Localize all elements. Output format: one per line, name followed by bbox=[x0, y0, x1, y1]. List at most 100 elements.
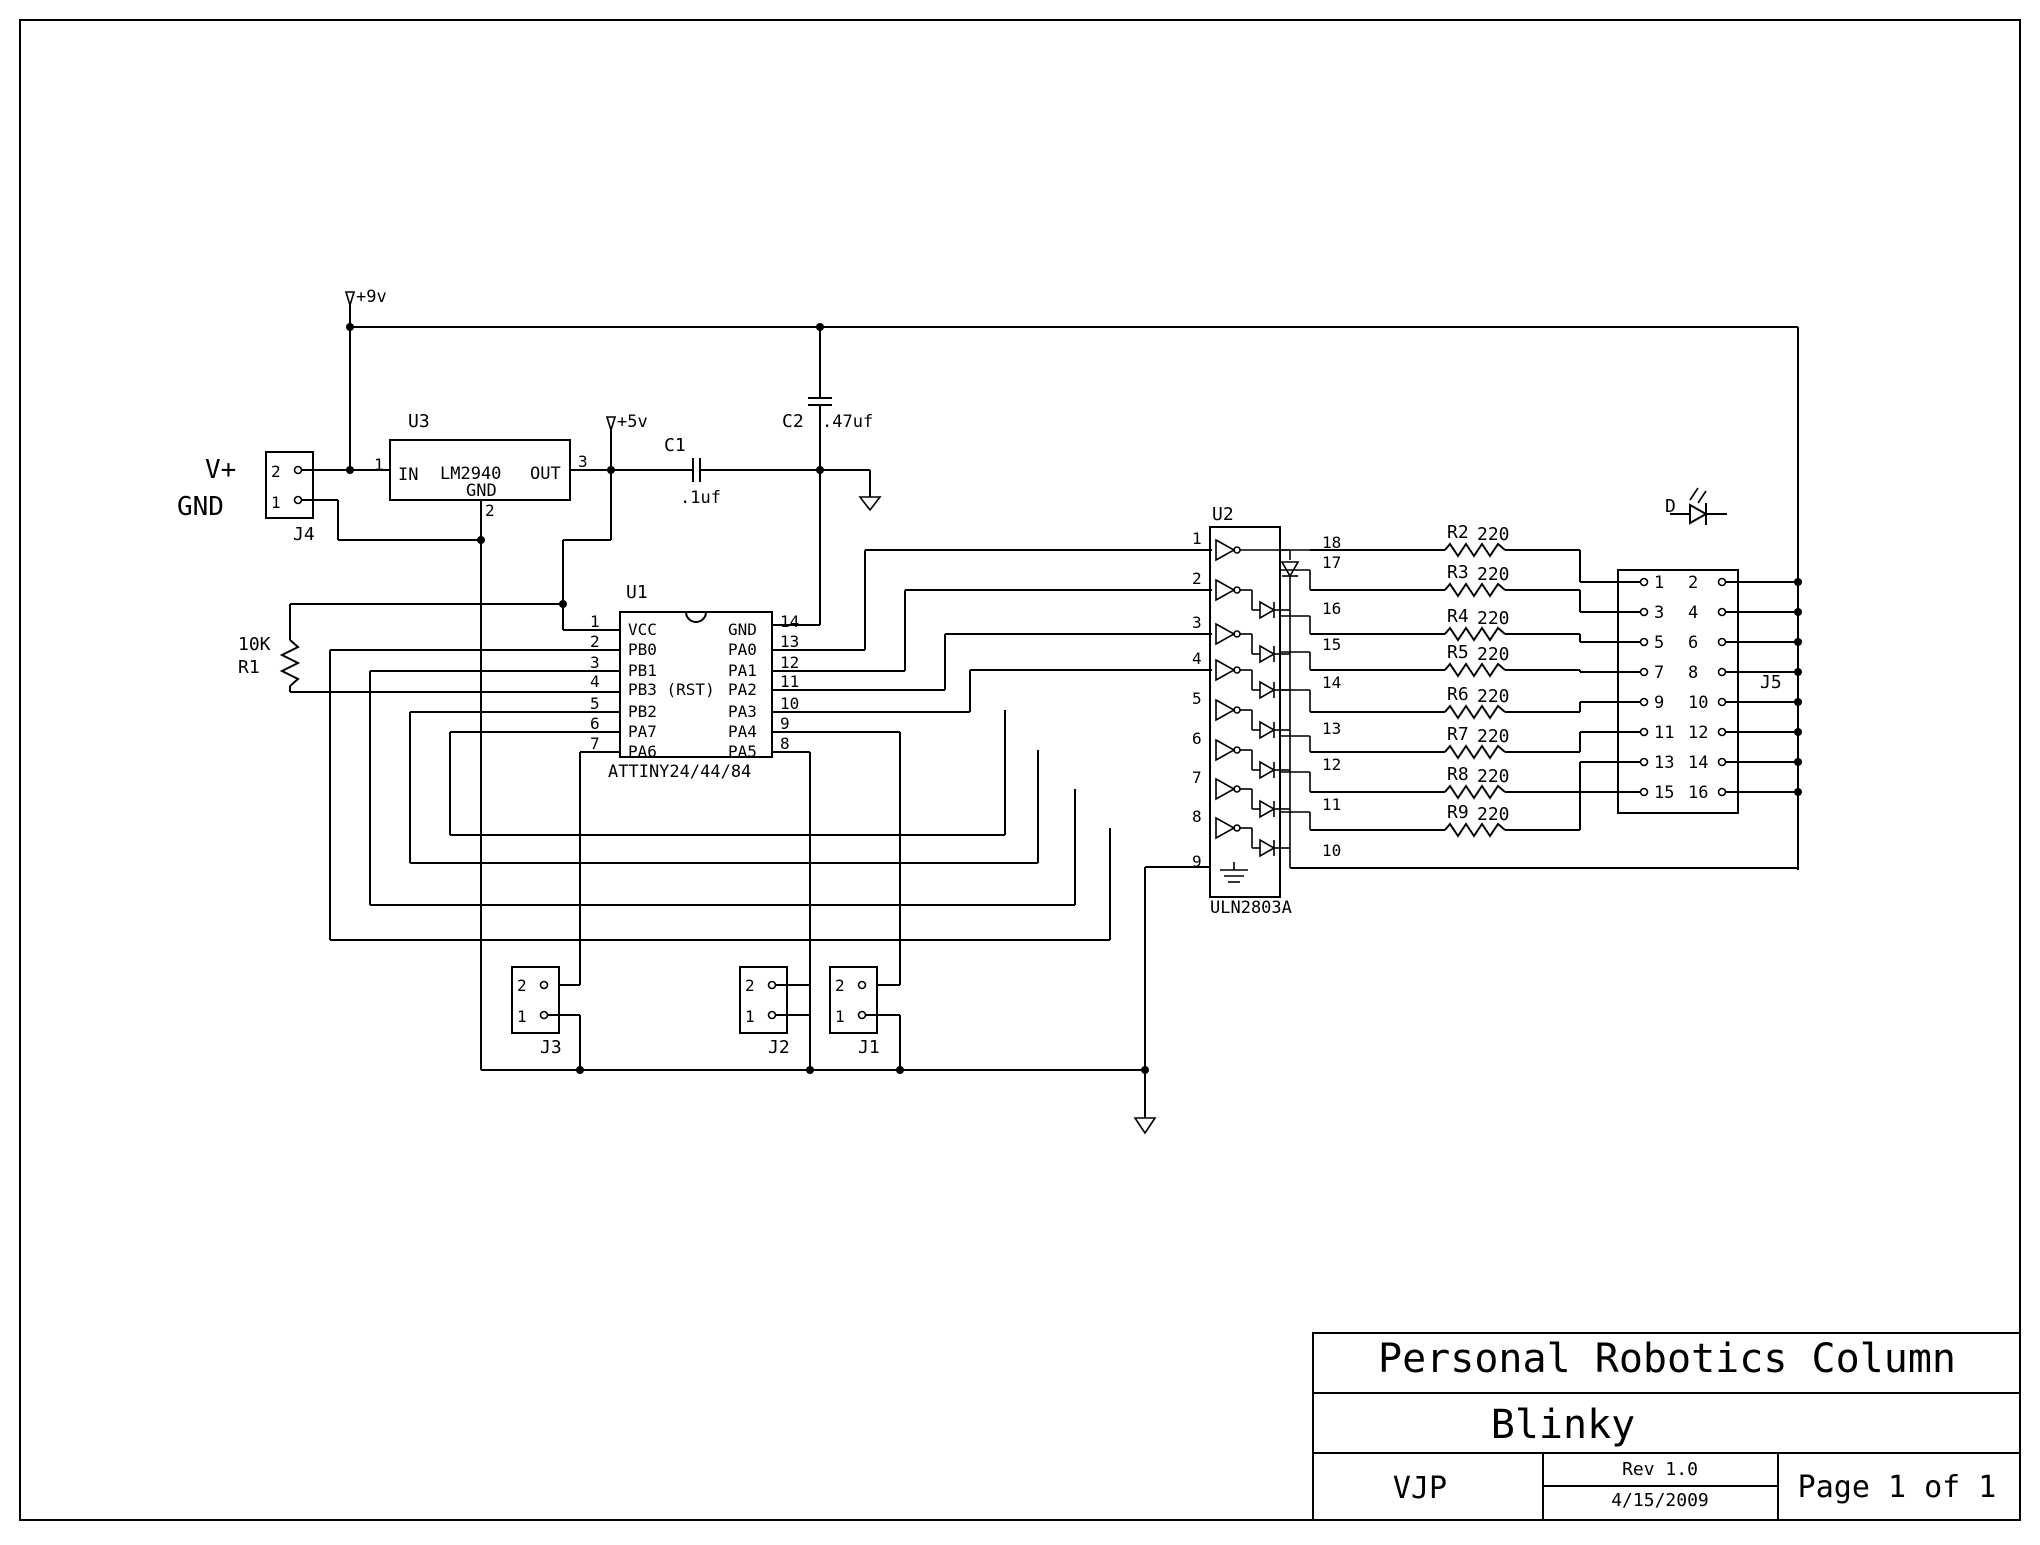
j5-pin bbox=[1639, 637, 1649, 647]
u2-output-pin: 13 bbox=[1322, 719, 1341, 738]
label-9v: +9v bbox=[356, 287, 387, 307]
capacitor-c2: C2 .47uf bbox=[772, 327, 873, 626]
label-gnd-in: GND bbox=[177, 492, 224, 522]
j5-pin bbox=[1639, 607, 1649, 617]
u1-pin-num: 4 bbox=[590, 672, 600, 691]
u1-pin-name: PA2 bbox=[728, 680, 757, 699]
u1-right-nets bbox=[772, 549, 1212, 1070]
label-5v: +5v bbox=[617, 412, 648, 432]
u2-output-pin: 14 bbox=[1322, 673, 1341, 692]
u2-input-pin: 2 bbox=[1192, 569, 1202, 588]
u2-input-pin: 4 bbox=[1192, 649, 1202, 668]
u1-pin-name: PB1 bbox=[628, 661, 657, 680]
regulator-u3: U3 1 IN LM2940 OUT GND 3 2 bbox=[374, 411, 693, 1070]
j5-pin bbox=[1717, 607, 1727, 617]
svg-text:2: 2 bbox=[835, 976, 845, 995]
u1-pin-num: 8 bbox=[780, 734, 790, 753]
u1-pin-num: 12 bbox=[780, 653, 799, 672]
clamp-diode bbox=[1259, 680, 1276, 700]
u1-pin-num: 5 bbox=[590, 694, 600, 713]
j5-pin-num: 13 bbox=[1654, 753, 1674, 773]
value-r1: 10K bbox=[238, 634, 271, 655]
connector-j2: 2 1 J2 bbox=[739, 966, 810, 1058]
svg-text:1: 1 bbox=[835, 1007, 845, 1026]
u2-output-pin: 15 bbox=[1322, 635, 1341, 654]
clamp-diode bbox=[1259, 760, 1276, 780]
u2-output-pin: 18 bbox=[1322, 533, 1341, 552]
ref-j3: J3 bbox=[540, 1037, 562, 1058]
resistor-value: 220 bbox=[1477, 686, 1510, 707]
ref-c1: C1 bbox=[664, 435, 686, 456]
u1-pin-name: VCC bbox=[628, 620, 657, 639]
svg-text:2: 2 bbox=[745, 976, 755, 995]
u2-com-pin: 10 bbox=[1322, 841, 1341, 860]
svg-text:1: 1 bbox=[271, 493, 281, 512]
resistor-ref: R3 bbox=[1447, 562, 1469, 583]
u2-buffer bbox=[1215, 738, 1236, 762]
u1-left-nets bbox=[329, 649, 1111, 986]
j5-pin-num: 10 bbox=[1688, 693, 1708, 713]
clamp-diode bbox=[1259, 644, 1276, 664]
j5-pin bbox=[1717, 637, 1727, 647]
u1-pin-num: 10 bbox=[780, 694, 799, 713]
resistor-value: 220 bbox=[1477, 524, 1510, 545]
resistor-ref: R8 bbox=[1447, 764, 1469, 785]
u1-pin-num: 14 bbox=[780, 612, 799, 631]
u1-pin-num: 9 bbox=[780, 714, 790, 733]
clamp-diode bbox=[1259, 600, 1276, 620]
ref-j5: J5 bbox=[1760, 672, 1782, 693]
j5-pin bbox=[1639, 757, 1649, 767]
resistor-r1: 10K R1 bbox=[238, 604, 620, 693]
connector-j1: 2 1 J1 bbox=[829, 966, 901, 1070]
part-u1: ATTINY24/44/84 bbox=[608, 762, 751, 782]
value-c2: .47uf bbox=[822, 412, 873, 432]
u2-input-pin: 6 bbox=[1192, 729, 1202, 748]
resistor-r7 bbox=[1444, 744, 1506, 760]
u1-pin-num: 6 bbox=[590, 714, 600, 733]
u2-buffer bbox=[1215, 622, 1236, 646]
svg-text:1: 1 bbox=[517, 1007, 527, 1026]
resistor-r9 bbox=[1444, 822, 1506, 838]
svg-text:LM2940: LM2940 bbox=[440, 464, 501, 484]
ref-r1: R1 bbox=[238, 657, 260, 678]
j5-pin bbox=[1639, 697, 1649, 707]
j5-pin-num: 15 bbox=[1654, 783, 1674, 803]
resistor-ref: R6 bbox=[1447, 684, 1469, 705]
resistor-r5 bbox=[1444, 662, 1506, 678]
j5-pin bbox=[1639, 577, 1649, 587]
connector-j3: 2 1 J3 bbox=[511, 966, 581, 1070]
j5-pin-num: 16 bbox=[1688, 783, 1708, 803]
connector-j5: J5 bbox=[1617, 569, 1782, 814]
j5-pin-num: 3 bbox=[1654, 603, 1664, 623]
connector-j4: 2 1 J4 V+ GND bbox=[177, 451, 481, 545]
part-u2: ULN2803A bbox=[1210, 898, 1292, 918]
svg-text:OUT: OUT bbox=[530, 464, 561, 484]
resistor-ref: R9 bbox=[1447, 802, 1469, 823]
j5-pin-num: 5 bbox=[1654, 633, 1664, 653]
value-c1: .1uf bbox=[680, 488, 721, 508]
microcontroller-u1: U1 ATTINY24/44/84 bbox=[608, 582, 773, 782]
ground-symbol bbox=[858, 496, 882, 512]
ground-bus bbox=[481, 866, 1210, 1135]
j5-pin-num: 6 bbox=[1688, 633, 1698, 653]
u1-pin-name: PA3 bbox=[728, 702, 757, 721]
date: 4/15/2009 bbox=[1611, 1490, 1709, 1511]
u2-input-pin: 3 bbox=[1192, 613, 1202, 632]
j5-pin bbox=[1717, 667, 1727, 677]
sheet-border bbox=[19, 19, 2021, 1521]
j5-pin-num: 9 bbox=[1654, 693, 1664, 713]
resistor-r6 bbox=[1444, 704, 1506, 720]
supply-5v: +5v bbox=[290, 412, 648, 631]
u1-pin-name: PA0 bbox=[728, 640, 757, 659]
j5-pin-num: 2 bbox=[1688, 573, 1698, 593]
resistor-ref: R4 bbox=[1447, 606, 1469, 627]
u1-pin-name: PA1 bbox=[728, 661, 757, 680]
u2-buffer bbox=[1215, 698, 1236, 722]
svg-text:2: 2 bbox=[517, 976, 527, 995]
u2-output-pin: 12 bbox=[1322, 755, 1341, 774]
j5-pin bbox=[1639, 787, 1649, 797]
u2-buffer bbox=[1215, 658, 1236, 682]
title-block: Personal Robotics Column Blinky VJP Rev … bbox=[1312, 1332, 2021, 1521]
